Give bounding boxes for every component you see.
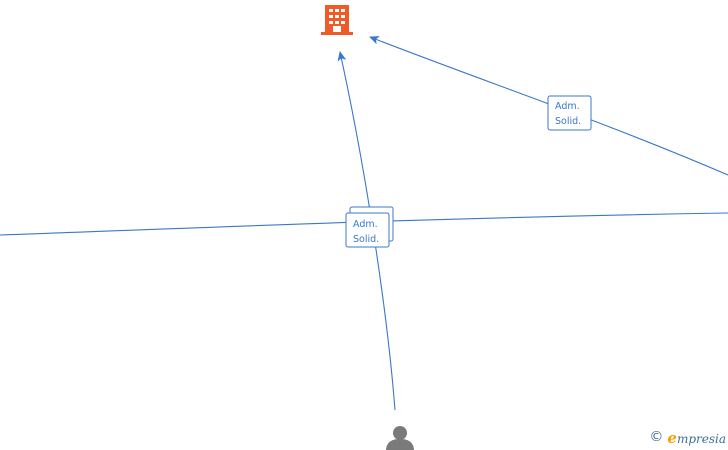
- edge-label-center[interactable]: Adm. Solid.: [345, 206, 394, 248]
- empresia-logo-text: mpresia: [676, 431, 726, 446]
- person-icon: [386, 426, 414, 450]
- edge-right-to-company: [369, 36, 728, 176]
- edge-label-right[interactable]: Adm. Solid.: [547, 95, 592, 131]
- empresia-logo-initial: e: [667, 428, 677, 447]
- person-node[interactable]: [386, 426, 414, 450]
- company-node[interactable]: [321, 5, 353, 35]
- edge-label-center-line2: Solid.: [353, 234, 379, 245]
- edge-horizontal: [0, 212, 728, 236]
- edge-label-right-line1: Adm.: [555, 101, 580, 112]
- empresia-logo: empresia: [667, 428, 726, 447]
- copyright-symbol: ©: [649, 429, 664, 445]
- empresia-watermark: © empresia: [649, 428, 726, 446]
- edge-label-right-line2: Solid.: [555, 116, 581, 127]
- edge-label-center-line1: Adm.: [353, 219, 378, 230]
- building-icon: [321, 5, 353, 35]
